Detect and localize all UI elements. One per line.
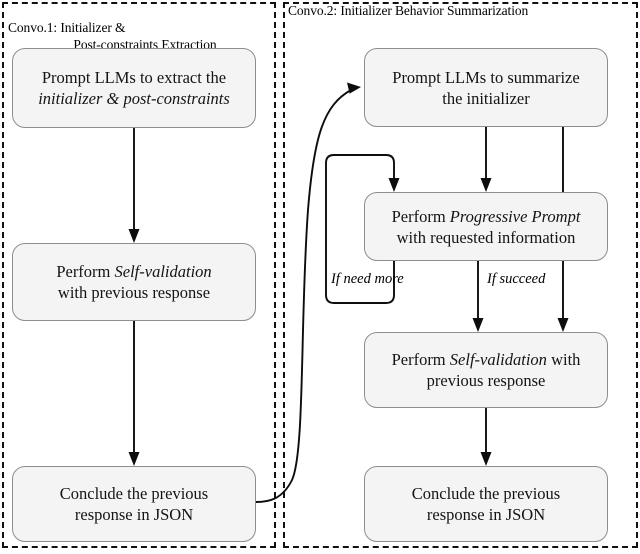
node-progressive-prompt[interactable]: Perform Progressive Prompt with requeste… <box>364 192 608 261</box>
node-json2-line-1: Conclude the previous <box>411 484 561 503</box>
edge-label-if-need-more: If need more <box>331 271 404 287</box>
node-validate1-emphasis: Self-validation <box>114 262 212 281</box>
node-summarize-line-2: the initializer <box>442 88 530 108</box>
node-validate2-line-1: Perform Self-validation with <box>392 349 581 370</box>
node-self-validation-convo-2[interactable]: Perform Self-validation with previous re… <box>364 332 608 408</box>
node-json1-line-2: response in JSON <box>74 505 194 524</box>
node-self-validation-convo-1[interactable]: Perform Self-validation with previous re… <box>12 243 256 321</box>
node-extract-line-2: initializer & post-constraints <box>38 89 230 108</box>
node-progressive-line-1: Perform Progressive Prompt <box>392 206 581 227</box>
node-validate2-emphasis: Self-validation <box>449 350 547 369</box>
node-validate2-suffix: with <box>546 350 581 369</box>
node-extract-line-1: Prompt LLMs to extract the <box>41 68 227 87</box>
node-validate1-line-2: with previous response <box>57 283 211 302</box>
node-progressive-emphasis: Progressive Prompt <box>449 206 581 226</box>
node-validate1-line-1: Perform Self-validation <box>56 261 211 282</box>
node-validate1-prefix: Perform <box>56 262 115 281</box>
node-conclude-json-convo-2[interactable]: Conclude the previous response in JSON <box>364 466 608 542</box>
panel-convo-2-title: Convo.2: Initializer Behavior Summarizat… <box>288 3 529 18</box>
node-validate2-prefix: Perform <box>391 350 450 369</box>
node-conclude-json-convo-1[interactable]: Conclude the previous response in JSON <box>12 466 256 542</box>
node-progressive-prefix: Perform <box>391 206 450 226</box>
node-json2-line-2: response in JSON <box>426 505 546 524</box>
edge-label-if-succeed: If succeed <box>487 271 546 287</box>
node-json1-line-1: Conclude the previous <box>59 484 209 503</box>
panel-convo-1-title-line-1: Convo.1: Initializer & <box>8 20 126 35</box>
node-progressive-line-2: with requested information <box>396 227 576 247</box>
node-summarize-line-1: Prompt LLMs to summarize <box>392 67 580 87</box>
panel-convo-1-title: Convo.1: Initializer & Post-constraints … <box>8 2 266 70</box>
node-prompt-extract-initializer[interactable]: Prompt LLMs to extract the initializer &… <box>12 48 256 128</box>
node-validate2-line-2: previous response <box>426 371 546 390</box>
node-prompt-summarize-initializer[interactable]: Prompt LLMs to summarize the initializer <box>364 48 608 127</box>
